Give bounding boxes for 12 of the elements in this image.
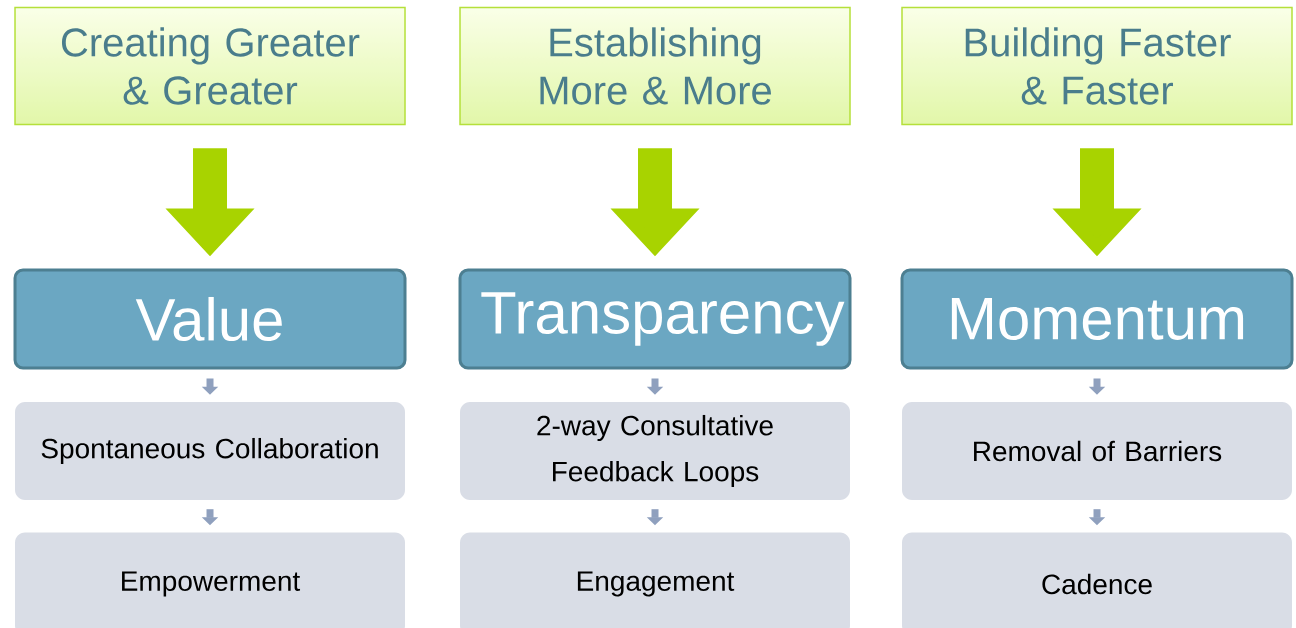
category-box: Momentum <box>900 268 1294 370</box>
category-box: Value <box>13 268 407 370</box>
item-box: Empowerment <box>15 532 405 628</box>
item-box: 2-way Consultative Feedback Loops <box>460 402 850 500</box>
item-box: Spontaneous Collaboration <box>15 402 405 500</box>
category-box: Transparency <box>458 268 852 370</box>
heading-box: Building Faster & Faster <box>901 6 1293 126</box>
heading-box: Creating Greater & Greater <box>14 6 406 126</box>
item-box: Cadence <box>902 532 1292 628</box>
item-box: Removal of Barriers <box>902 402 1292 500</box>
item-box: Engagement <box>460 532 850 628</box>
heading-box: Establishing More & More <box>459 6 851 126</box>
